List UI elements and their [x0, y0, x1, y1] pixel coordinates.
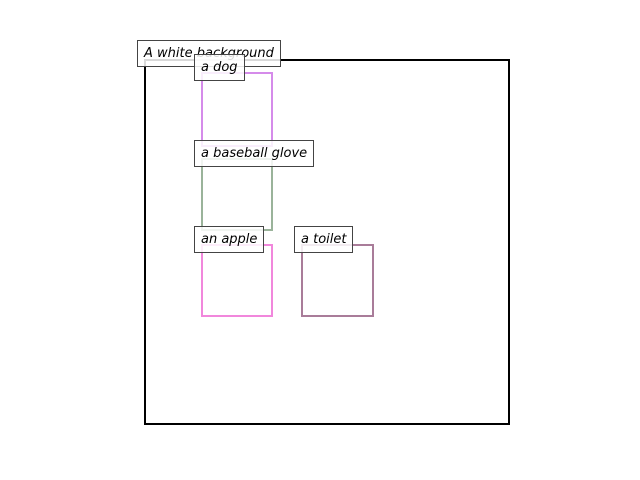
apple-label: an apple	[194, 226, 265, 253]
toilet-label: a toilet	[294, 226, 354, 253]
apple-box	[201, 244, 273, 317]
toilet-box	[301, 244, 374, 317]
dog-box	[201, 72, 273, 147]
dog-label: a dog	[194, 54, 245, 81]
baseball-glove-label: a baseball glove	[194, 140, 315, 167]
baseball-glove-box	[201, 158, 273, 231]
background-frame	[144, 59, 510, 425]
